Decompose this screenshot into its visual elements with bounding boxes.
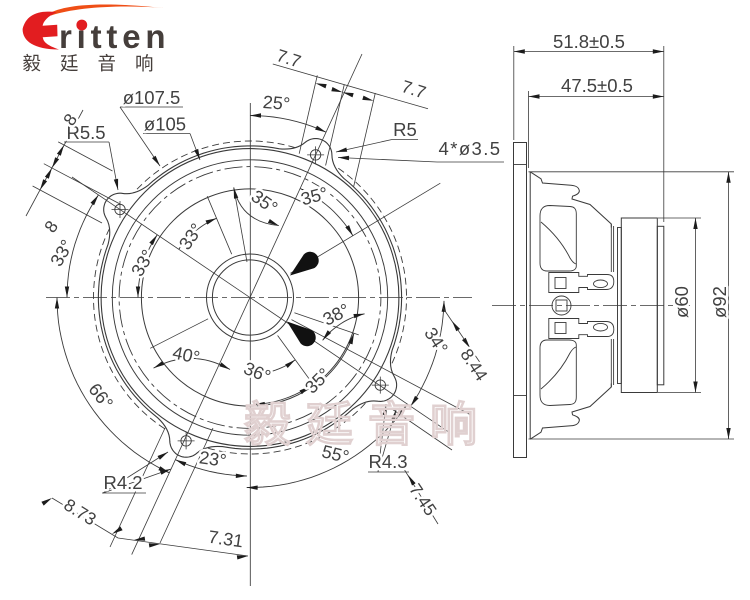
svg-text:ø107.5: ø107.5 [123,87,181,108]
svg-text:R5.5: R5.5 [66,122,105,143]
svg-text:4*ø3.5: 4*ø3.5 [439,138,502,159]
svg-text:ø92: ø92 [709,286,730,318]
svg-text:毅廷音响: 毅廷音响 [23,53,173,74]
svg-text:R4.3: R4.3 [368,451,407,472]
svg-text:47.5±0.5: 47.5±0.5 [561,75,633,96]
svg-text:ø60: ø60 [671,286,692,318]
svg-text:23°: 23° [198,447,228,471]
svg-text:毅廷音响: 毅廷音响 [244,398,492,451]
svg-text:ritten: ritten [59,18,170,55]
svg-text:ø105: ø105 [144,114,186,135]
svg-text:R5: R5 [393,119,417,140]
svg-text:51.8±0.5: 51.8±0.5 [553,31,625,52]
svg-text:7.31: 7.31 [207,527,244,552]
svg-text:25°: 25° [262,92,291,114]
svg-text:R4.2: R4.2 [103,472,142,493]
